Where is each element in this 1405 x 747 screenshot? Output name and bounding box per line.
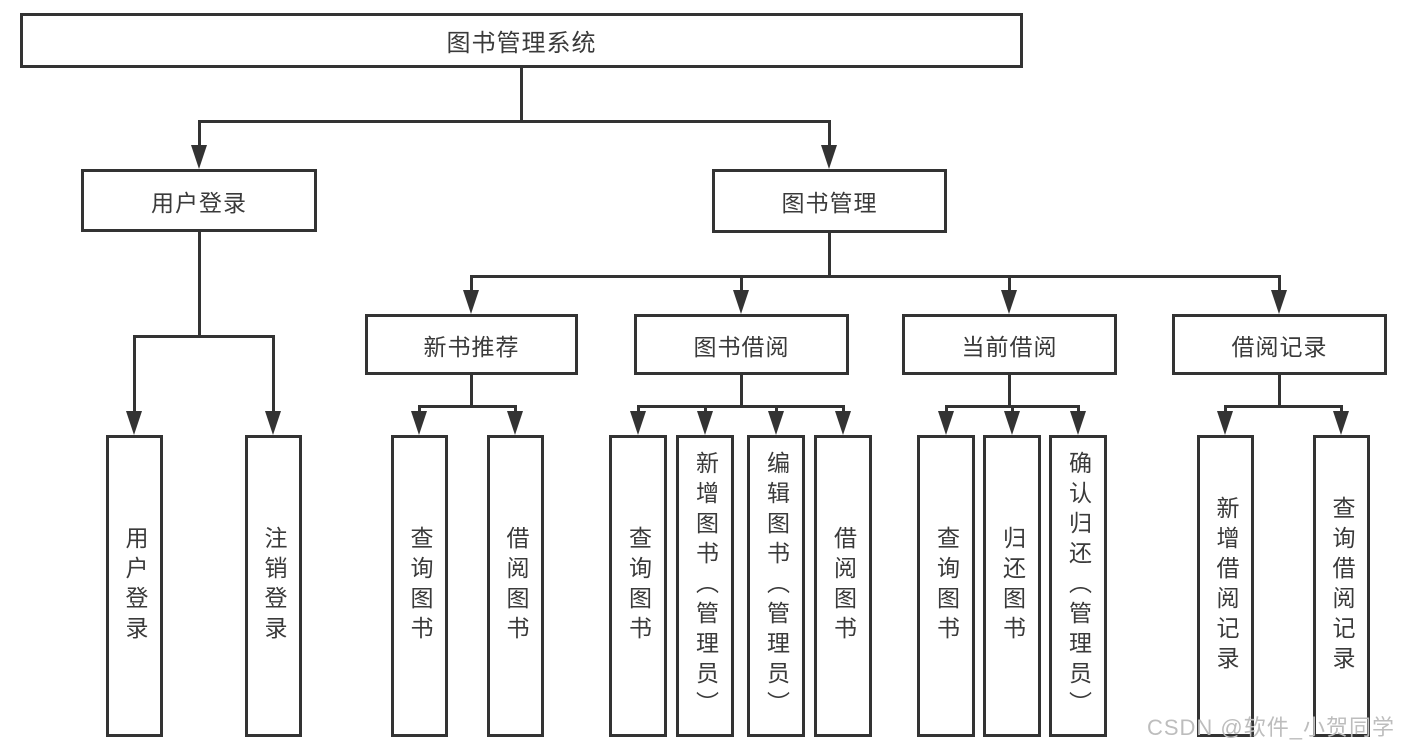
node-label: 借阅图书 <box>830 526 857 646</box>
arrow-down-icon <box>463 290 479 314</box>
node-borrowing-records: 借阅记录 <box>1172 314 1387 375</box>
node-label: 新增借阅记录 <box>1213 496 1239 676</box>
arrow-down-icon <box>126 411 142 435</box>
node-label: 归还图书 <box>999 526 1026 646</box>
arrow-down-icon <box>1070 411 1086 435</box>
connector-line <box>828 120 831 148</box>
arrow-down-icon <box>507 411 523 435</box>
connector-line <box>945 405 948 413</box>
leaf-logout: 注销登录 <box>245 435 302 737</box>
node-book-management: 图书管理 <box>712 169 947 233</box>
leaf-query-books-borrow: 查询图书 <box>609 435 667 737</box>
node-label: 确认归还（管理员） <box>1065 451 1092 721</box>
node-label: 新书推荐 <box>423 333 520 360</box>
leaf-query-borrow-record: 查询借阅记录 <box>1313 435 1370 737</box>
node-current-borrowing: 当前借阅 <box>902 314 1117 375</box>
connector-line <box>198 120 831 123</box>
arrow-down-icon <box>697 411 713 435</box>
connector-line <box>704 405 707 413</box>
connector-line <box>418 405 421 413</box>
node-label: 用户登录 <box>122 526 148 646</box>
connector-line <box>1224 405 1342 408</box>
connector-line <box>470 275 473 294</box>
leaf-query-books-current: 查询图书 <box>917 435 975 737</box>
leaf-borrow-books: 借阅图书 <box>814 435 872 737</box>
connector-line <box>1278 375 1281 407</box>
connector-line <box>740 275 743 294</box>
connector-line <box>637 405 845 408</box>
connector-line <box>198 232 201 337</box>
leaf-add-borrow-record: 新增借阅记录 <box>1197 435 1254 737</box>
node-library-management-system: 图书管理系统 <box>20 13 1023 68</box>
arrow-down-icon <box>1217 411 1233 435</box>
connector-line <box>198 120 201 148</box>
arrow-down-icon <box>411 411 427 435</box>
arrow-down-icon <box>835 411 851 435</box>
arrow-down-icon <box>1271 290 1287 314</box>
node-label: 查询图书 <box>625 526 652 646</box>
csdn-watermark: CSDN @软件_小贺同学 <box>1146 715 1395 740</box>
connector-line <box>470 375 473 407</box>
leaf-return-books: 归还图书 <box>983 435 1041 737</box>
connector-line <box>1077 405 1080 413</box>
node-label: 用户登录 <box>151 189 247 216</box>
arrow-down-icon <box>1333 411 1349 435</box>
arrow-down-icon <box>191 145 207 169</box>
node-label: 查询借阅记录 <box>1329 496 1355 676</box>
connector-line <box>1224 405 1227 413</box>
node-label: 新增图书（管理员） <box>692 451 719 721</box>
connector-line <box>740 375 743 407</box>
node-label: 编辑图书（管理员） <box>763 451 790 721</box>
connector-line <box>418 405 517 408</box>
leaf-add-books-admin: 新增图书（管理员） <box>676 435 734 737</box>
connector-line <box>514 405 517 413</box>
arrow-down-icon <box>768 411 784 435</box>
connector-line <box>1008 375 1011 407</box>
leaf-user-login: 用户登录 <box>106 435 163 737</box>
connector-line <box>520 68 523 122</box>
connector-line <box>1008 275 1011 294</box>
node-book-borrowing: 图书借阅 <box>634 314 849 375</box>
connector-line <box>470 275 1281 278</box>
connector-line <box>842 405 845 413</box>
node-label: 图书借阅 <box>693 333 790 360</box>
arrow-down-icon <box>733 290 749 314</box>
leaf-edit-books-admin: 编辑图书（管理员） <box>747 435 805 737</box>
connector-line <box>637 405 640 413</box>
arrow-down-icon <box>938 411 954 435</box>
leaf-borrow-books-newbook: 借阅图书 <box>487 435 544 737</box>
connector-line <box>1278 275 1281 294</box>
connector-line <box>775 405 778 413</box>
arrow-down-icon <box>1001 290 1017 314</box>
connector-line <box>1340 405 1343 413</box>
arrow-down-icon <box>630 411 646 435</box>
node-label: 图书管理 <box>781 190 878 216</box>
connector-line <box>133 335 136 412</box>
node-label: 查询图书 <box>407 526 433 646</box>
node-label: 借阅图书 <box>503 526 529 646</box>
leaf-confirm-return-admin: 确认归还（管理员） <box>1049 435 1107 737</box>
node-label: 查询图书 <box>933 526 960 646</box>
node-label: 借阅记录 <box>1231 333 1328 360</box>
node-user-login: 用户登录 <box>81 169 317 232</box>
connector-line <box>828 233 831 277</box>
leaf-query-books-newbook: 查询图书 <box>391 435 448 737</box>
node-label: 图书管理系统 <box>446 30 597 57</box>
connector-line <box>272 335 275 412</box>
connector-line <box>1011 405 1014 413</box>
connector-line <box>133 335 275 338</box>
node-label: 注销登录 <box>261 526 287 646</box>
arrow-down-icon <box>1004 411 1020 435</box>
node-new-book-recommendation: 新书推荐 <box>365 314 578 375</box>
arrow-down-icon <box>265 411 281 435</box>
node-label: 当前借阅 <box>961 333 1058 360</box>
arrow-down-icon <box>821 145 837 169</box>
